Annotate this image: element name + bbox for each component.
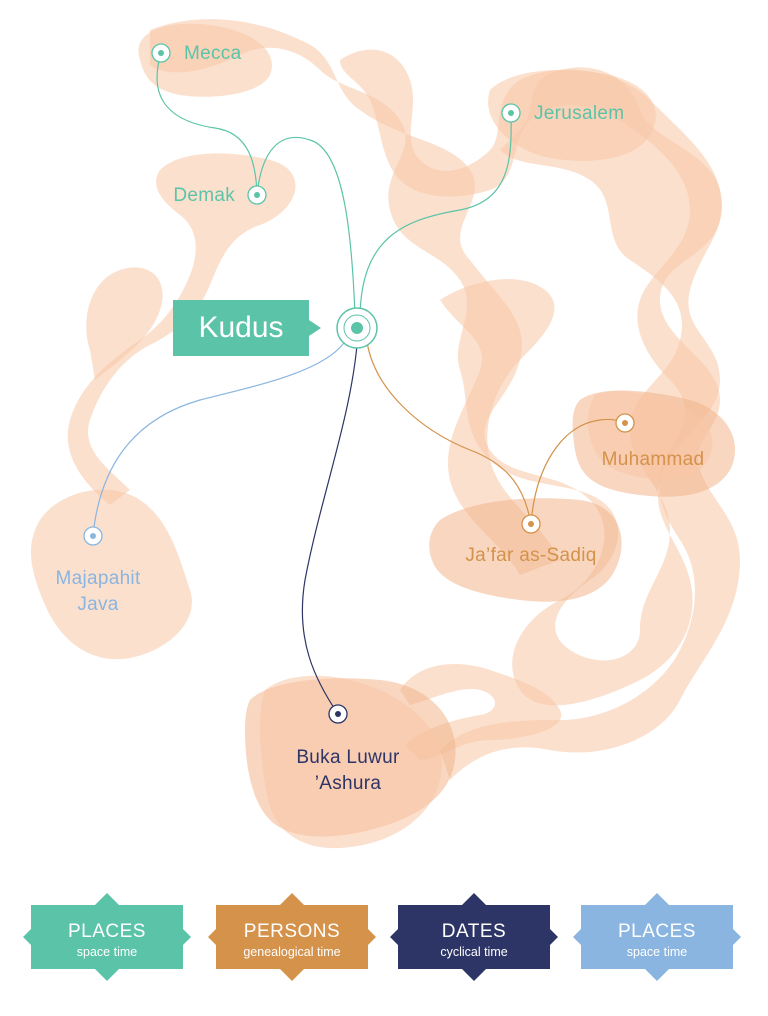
background-blobs — [30, 19, 740, 849]
node-dot — [254, 192, 260, 198]
legend-subtitle: space time — [626, 945, 688, 959]
node-dot — [158, 50, 164, 56]
label-muhammad: Muhammad — [602, 449, 705, 470]
center-node-inner-ring — [343, 314, 371, 342]
legend-badge-shape — [208, 893, 376, 981]
connectors — [92, 52, 626, 715]
legend-dates: DATES cyclical time — [390, 893, 558, 981]
legend-badge-shape — [573, 893, 741, 981]
label-mecca: Mecca — [184, 43, 242, 64]
line-kudus-jafar — [366, 341, 532, 525]
legend-subtitle: space time — [76, 945, 138, 959]
label-bukaluwur-line1: Buka Luwur — [296, 747, 400, 768]
legend-title: DATES — [441, 921, 507, 942]
legend-title: PERSONS — [243, 921, 341, 942]
node-kudus[interactable] — [336, 307, 378, 349]
line-kudus-majapahit — [92, 337, 348, 536]
node-jerusalem[interactable]: Jerusalem — [501, 103, 624, 124]
node-majapahit[interactable]: Majapahit Java — [55, 526, 141, 615]
center-node-dot — [351, 322, 363, 334]
label-majapahit-line2: Java — [77, 594, 118, 615]
node-dot — [508, 110, 514, 116]
legend-subtitle: genealogical time — [243, 945, 341, 959]
legend-subtitle: cyclical time — [440, 945, 508, 959]
legend-persons: PERSONS genealogical time — [208, 893, 376, 981]
label-jafar: Ja’far as-Sadiq — [465, 545, 596, 566]
line-jerusalem-kudus — [359, 112, 512, 316]
legend-badge-shape — [390, 893, 558, 981]
legend-title: PLACES — [618, 921, 696, 942]
legend-badge-shape — [23, 893, 191, 981]
center-label-flag — [173, 300, 321, 356]
line-mecca-demak — [156, 52, 258, 195]
label-demak: Demak — [173, 185, 235, 206]
legend-title: PLACES — [68, 921, 146, 942]
line-kudus-bukaluwur — [301, 344, 358, 715]
line-demak-kudus — [256, 136, 356, 316]
node-dot — [528, 521, 534, 527]
label-bukaluwur-line2: ’Ashura — [315, 773, 382, 794]
center-label[interactable]: Kudus — [173, 300, 321, 356]
node-mecca[interactable]: Mecca — [151, 43, 242, 64]
node-muhammad[interactable]: Muhammad — [602, 413, 705, 470]
legend-places-blue: PLACES space time — [573, 893, 741, 981]
legend-places-teal: PLACES space time — [23, 893, 191, 981]
node-jafar[interactable]: Ja’far as-Sadiq — [465, 514, 596, 566]
label-majapahit-line1: Majapahit — [55, 568, 141, 589]
node-demak[interactable]: Demak — [173, 185, 267, 206]
node-dot — [90, 533, 96, 539]
node-bukaluwur[interactable]: Buka Luwur ’Ashura — [296, 704, 400, 794]
node-dot — [335, 711, 341, 717]
center-label-text: Kudus — [198, 311, 284, 344]
label-jerusalem: Jerusalem — [534, 103, 624, 124]
node-dot — [622, 420, 628, 426]
